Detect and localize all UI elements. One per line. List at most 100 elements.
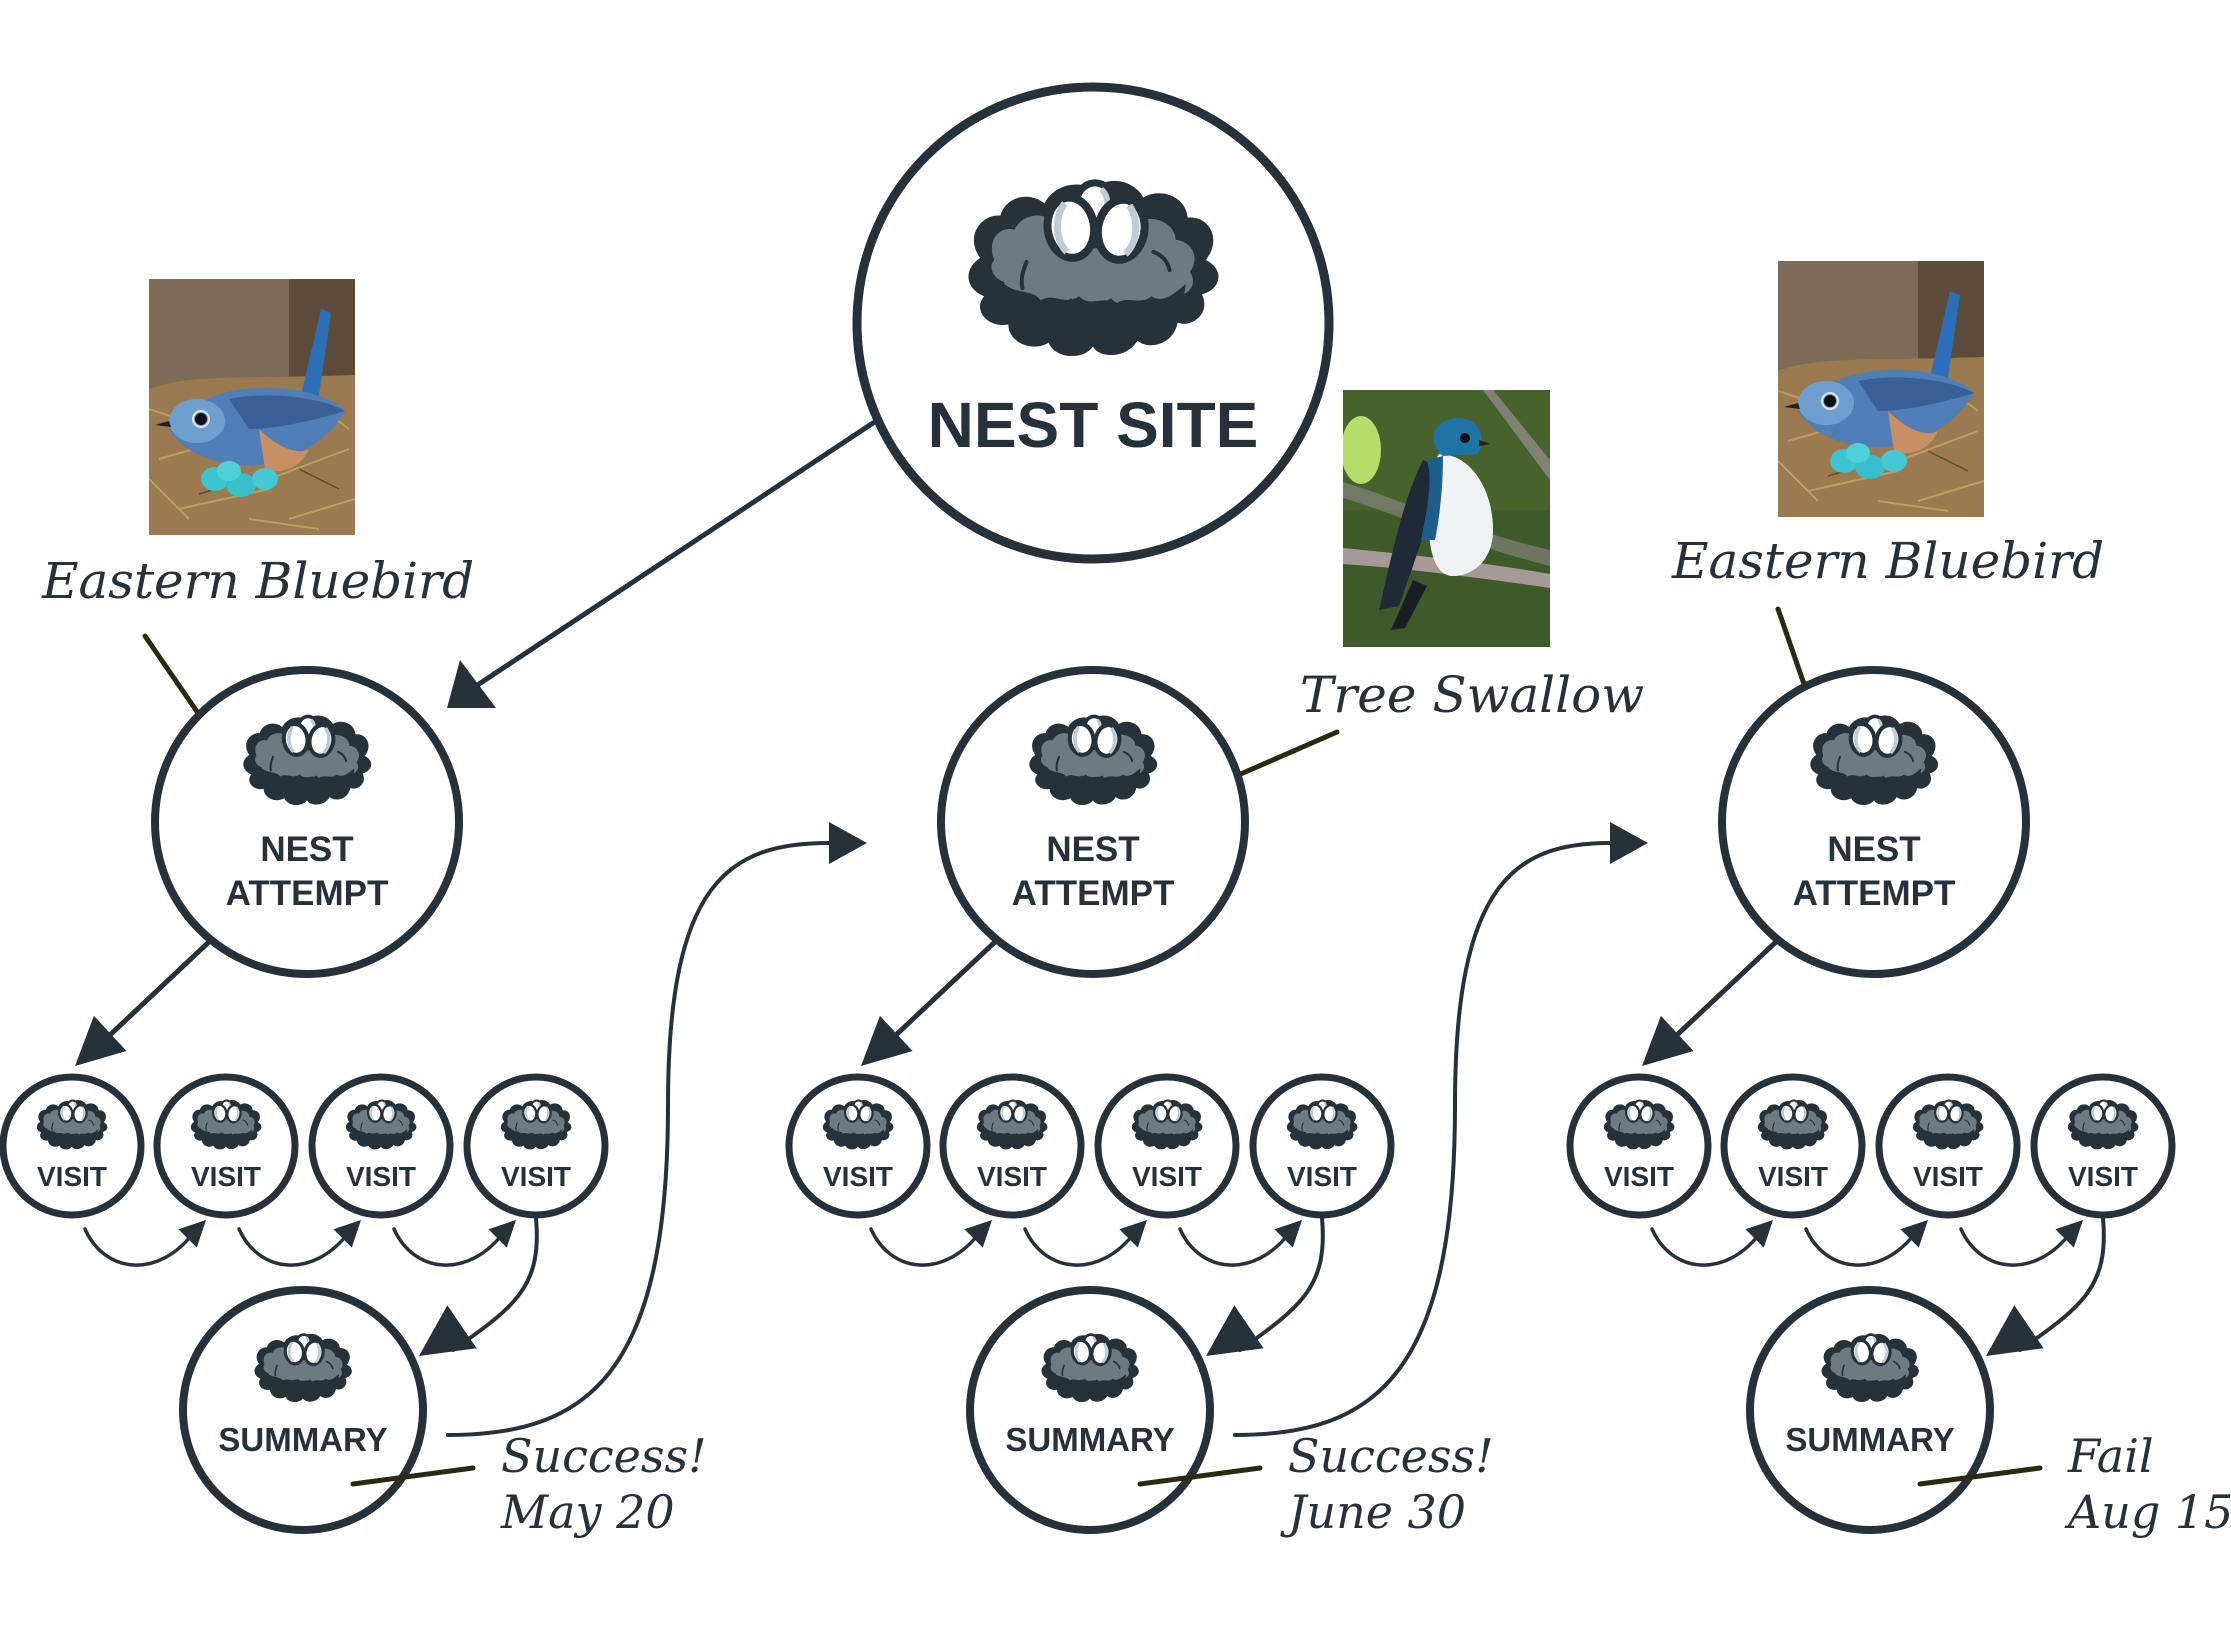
visit-node[interactable]: VISIT [463, 1073, 609, 1219]
nest-attempt-circle [937, 666, 1249, 978]
nest-attempt-node[interactable]: NEST ATTEMPT [937, 666, 1249, 978]
visit-node[interactable]: VISIT [308, 1073, 454, 1219]
visit-label: VISIT [346, 1161, 416, 1192]
nest-attempt-node[interactable]: NEST ATTEMPT [151, 666, 463, 978]
summary-to-next-attempt-connector [1233, 841, 1612, 1437]
eastern-bluebird-on-nest-photo [149, 279, 355, 535]
species-label: Eastern Bluebird [1671, 532, 2104, 590]
arrowhead-icon [1745, 1220, 1773, 1248]
visit-to-visit-connector [869, 1227, 982, 1267]
attempt-to-visit-connector [1658, 937, 1781, 1053]
arrowhead-icon [1642, 1015, 1694, 1066]
summary-label: SUMMARY [1785, 1421, 1954, 1458]
species-label: Eastern Bluebird [41, 552, 474, 610]
nest-site-label: NEST SITE [928, 389, 1259, 461]
arrowhead-icon [861, 1015, 913, 1066]
nest-attempt-label-line2: ATTEMPT [1793, 874, 1956, 913]
visit-label: VISIT [1287, 1161, 1357, 1192]
arrowhead-icon [488, 1220, 516, 1248]
arrowhead-icon [964, 1220, 992, 1248]
visit-label: VISIT [1132, 1161, 1202, 1192]
outcome-date: Aug 15 [2064, 1485, 2231, 1539]
visit-label: VISIT [977, 1161, 1047, 1192]
visit-to-visit-connector [1650, 1227, 1763, 1267]
outcome-label: Fail [2067, 1429, 2154, 1483]
visit-to-visit-connector [392, 1227, 506, 1267]
visit-label: VISIT [501, 1161, 571, 1192]
outcome-label: Success! [1288, 1429, 1494, 1483]
summary-circle [1746, 1286, 1994, 1534]
visit-node[interactable]: VISIT [1094, 1073, 1240, 1219]
outcome-leader-line [1917, 1465, 2043, 1487]
arrowhead-icon [1900, 1220, 1928, 1248]
species-label: Tree Swallow [1300, 666, 1644, 724]
visit-label: VISIT [191, 1161, 261, 1192]
visit-to-summary-connector [1238, 1216, 1325, 1352]
nest-site-node[interactable]: NEST SITE [852, 82, 1334, 564]
outcome-date: May 20 [500, 1485, 675, 1539]
arrowhead-icon [447, 660, 496, 708]
visit-to-visit-connector [1178, 1227, 1292, 1267]
arrowhead-icon [419, 1305, 477, 1356]
visit-node[interactable]: VISIT [1249, 1073, 1395, 1219]
summary-to-next-attempt-connector [446, 841, 831, 1437]
visit-label: VISIT [823, 1161, 893, 1192]
summary-node[interactable]: SUMMARY [966, 1286, 1214, 1534]
outcome-leader-line [350, 1465, 476, 1487]
nest-attempt-circle [151, 666, 463, 978]
nest-attempt-label-line1: NEST [1827, 830, 1920, 869]
arrowhead-icon [1119, 1220, 1147, 1248]
visit-node[interactable]: VISIT [1566, 1073, 1712, 1219]
nest-attempt-label-line2: ATTEMPT [1012, 874, 1175, 913]
visit-to-visit-connector [1959, 1227, 2073, 1267]
summary-node[interactable]: SUMMARY [179, 1286, 427, 1534]
visit-to-visit-connector [237, 1227, 351, 1267]
visit-node[interactable]: VISIT [0, 1073, 145, 1219]
summary-circle [966, 1286, 1214, 1534]
arrowhead-icon [75, 1015, 127, 1066]
visit-node[interactable]: VISIT [785, 1073, 931, 1219]
visit-to-visit-connector [83, 1227, 196, 1267]
nest-attempt-label-line1: NEST [1046, 830, 1139, 869]
eastern-bluebird-on-nest-photo [1778, 261, 1984, 517]
arrowhead-icon [829, 822, 867, 864]
summary-label: SUMMARY [1005, 1421, 1174, 1458]
nest-attempt-node[interactable]: NEST ATTEMPT [1718, 666, 2030, 978]
visit-node[interactable]: VISIT [939, 1073, 1085, 1219]
arrowhead-icon [1274, 1220, 1302, 1248]
visit-label: VISIT [1604, 1161, 1674, 1192]
summary-circle [179, 1286, 427, 1534]
attempt-to-visit-connector [877, 937, 1000, 1053]
arrowhead-icon [2055, 1220, 2083, 1248]
visit-to-visit-connector [1023, 1227, 1137, 1267]
visit-label: VISIT [1913, 1161, 1983, 1192]
visit-to-visit-connector [1804, 1227, 1918, 1267]
nest-site-to-attempt-connector [467, 420, 876, 693]
summary-node[interactable]: SUMMARY [1746, 1286, 1994, 1534]
nest-attempt-circle [1718, 666, 2030, 978]
outcome-label: Success! [501, 1429, 707, 1483]
visit-to-summary-connector [2018, 1216, 2106, 1352]
nest-attempt-label-line2: ATTEMPT [226, 874, 389, 913]
visit-node[interactable]: VISIT [153, 1073, 299, 1219]
visit-node[interactable]: VISIT [2030, 1073, 2176, 1219]
arrowhead-icon [178, 1220, 206, 1248]
arrowhead-icon [1206, 1305, 1264, 1356]
visit-label: VISIT [2068, 1161, 2138, 1192]
nest-attempt-label-line1: NEST [260, 830, 353, 869]
connectors-layer [75, 420, 2106, 1437]
arrowhead-icon [1610, 822, 1648, 864]
attempt-to-visit-connector [91, 937, 214, 1053]
outcome-date: June 30 [1280, 1485, 1466, 1539]
visit-node[interactable]: VISIT [1875, 1073, 2021, 1219]
tree-swallow-on-branch-photo [1343, 390, 1550, 647]
visit-to-summary-connector [451, 1216, 539, 1352]
arrowhead-icon [1986, 1305, 2044, 1356]
visit-label: VISIT [37, 1161, 107, 1192]
visit-node[interactable]: VISIT [1720, 1073, 1866, 1219]
